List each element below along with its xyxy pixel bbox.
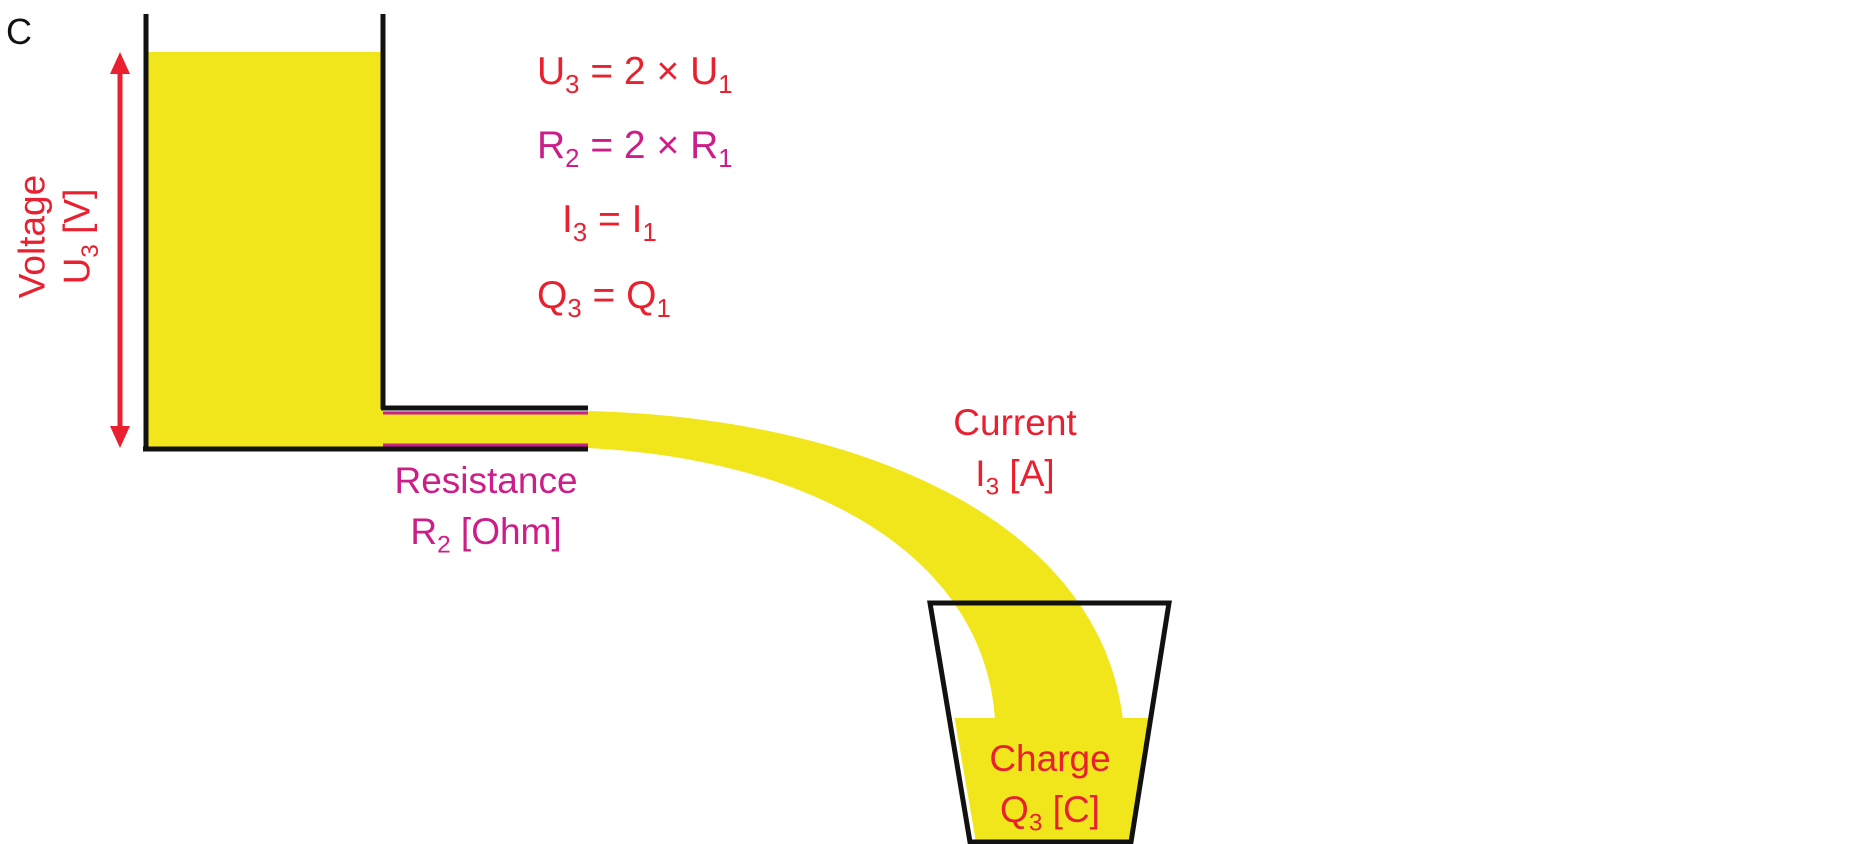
pipe-fluid <box>383 411 588 448</box>
equation-voltage-sub: 3 <box>565 71 580 99</box>
equation-charge: Q3 = Q1 <box>537 274 671 322</box>
equation-current-rest: = I <box>587 198 643 241</box>
equation-voltage-symbol: U <box>537 50 566 93</box>
charge-symbol: Q <box>1000 789 1029 830</box>
charge-unit: [C] <box>1042 789 1100 830</box>
resistance-label-word: Resistance <box>394 460 578 501</box>
equation-current-ref-sub: 1 <box>642 219 657 247</box>
equation-current: I3 = I1 <box>562 198 657 246</box>
resistance-symbol-line: R2 [Ohm] <box>381 511 591 557</box>
voltage-unit: [V] <box>56 188 98 245</box>
charge-symbol-line: Q3 [C] <box>970 789 1130 835</box>
resistance-unit: [Ohm] <box>450 511 562 552</box>
equation-charge-ref-sub: 1 <box>656 295 671 323</box>
voltage-arrow-head-down <box>110 426 130 448</box>
voltage-arrow-head-up <box>110 52 130 74</box>
current-label-word: Current <box>953 402 1077 443</box>
voltage-symbol: U <box>56 257 98 285</box>
resistance-symbol-sub: 2 <box>437 531 451 559</box>
equation-resistance-rest: = 2 × R <box>579 124 719 167</box>
charge-cup <box>927 600 1172 844</box>
resistance-symbol: R <box>410 511 438 552</box>
equation-resistance-symbol: R <box>537 124 566 167</box>
current-stream <box>588 411 1123 720</box>
equation-resistance: R2 = 2 × R1 <box>537 124 733 172</box>
voltage-symbol-label: U3 [V] <box>56 162 105 312</box>
equation-voltage: U3 = 2 × U1 <box>537 50 733 98</box>
charge-label-word: Charge <box>989 738 1111 779</box>
resistance-label: Resistance R2 [Ohm] <box>381 460 591 557</box>
equation-voltage-ref-sub: 1 <box>718 71 733 99</box>
current-symbol-sub: 3 <box>985 473 1000 501</box>
equation-resistance-sub: 2 <box>565 145 580 173</box>
current-symbol: I <box>975 453 986 494</box>
current-label: Current I3 [A] <box>930 402 1100 499</box>
voltage-label-word: Voltage <box>11 174 53 299</box>
equation-voltage-rest: = 2 × U <box>579 50 719 93</box>
equation-resistance-ref-sub: 1 <box>718 145 733 173</box>
voltage-symbol-sub: 3 <box>77 244 105 258</box>
current-unit: [A] <box>999 453 1055 494</box>
equation-current-sub: 3 <box>572 219 588 247</box>
panel-label: C <box>6 11 32 52</box>
charge-label: Charge Q3 [C] <box>970 738 1130 835</box>
equation-charge-symbol: Q <box>537 274 568 317</box>
current-symbol-line: I3 [A] <box>930 453 1100 499</box>
equation-charge-sub: 3 <box>567 295 582 323</box>
voltage-label: Voltage <box>11 162 53 312</box>
equation-current-symbol: I <box>562 198 573 241</box>
charge-symbol-sub: 3 <box>1028 809 1043 837</box>
tank-fluid <box>146 52 383 448</box>
equation-charge-rest: = Q <box>581 274 657 317</box>
